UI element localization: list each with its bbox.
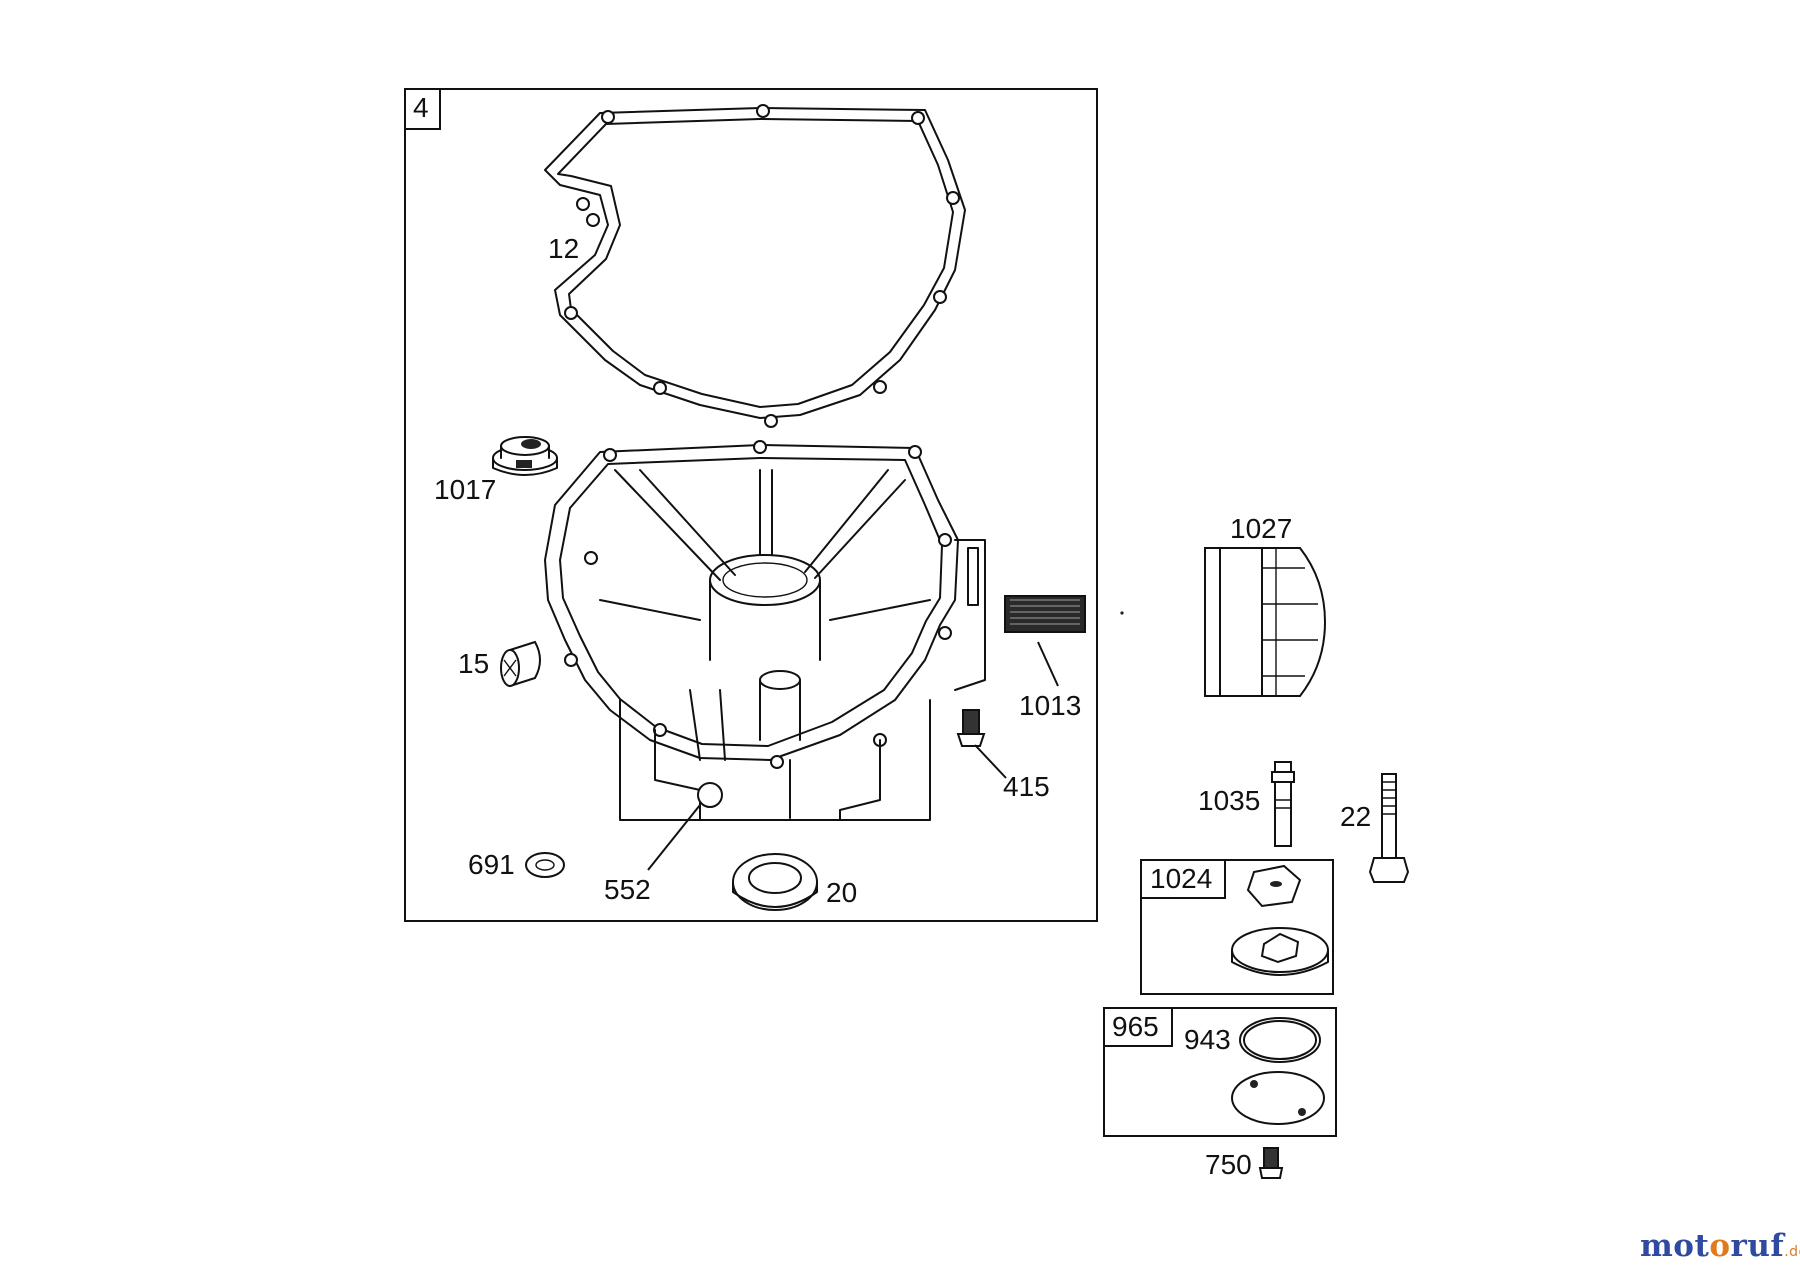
main-frame-number-box bbox=[404, 88, 441, 130]
oil-filter-part-1027[interactable] bbox=[1204, 547, 1327, 697]
watermark-part3: ruf bbox=[1730, 1228, 1785, 1264]
filter-screen-part-1013[interactable] bbox=[1004, 595, 1086, 633]
breather-part-15[interactable] bbox=[500, 640, 541, 688]
fitting-part-415[interactable] bbox=[956, 709, 986, 747]
callout-15: 15 bbox=[458, 648, 489, 679]
pump-kit-frame bbox=[1140, 859, 1334, 995]
cover-kit-number: 965 bbox=[1112, 1011, 1159, 1042]
callout-12: 12 bbox=[548, 233, 579, 264]
crankcase-sump[interactable] bbox=[544, 440, 986, 821]
main-assembly-frame bbox=[404, 88, 1098, 922]
callout-691: 691 bbox=[468, 849, 515, 880]
pump-rotor-part[interactable] bbox=[1246, 864, 1302, 908]
callout-943: 943 bbox=[1184, 1024, 1231, 1055]
leader-1013 bbox=[1037, 641, 1059, 687]
pump-housing-part[interactable] bbox=[1231, 927, 1329, 976]
pump-kit-number-box bbox=[1140, 859, 1226, 899]
pump-cover-plate[interactable] bbox=[1231, 1071, 1325, 1125]
bolt-part-22[interactable] bbox=[1368, 773, 1410, 883]
watermark-part2: o bbox=[1709, 1228, 1731, 1264]
watermark-tld: .de bbox=[1784, 1244, 1800, 1260]
washer-part-691[interactable] bbox=[525, 852, 565, 878]
main-frame-number: 4 bbox=[413, 92, 429, 123]
oil-cap-part-1017[interactable] bbox=[492, 436, 558, 476]
leader-415 bbox=[974, 744, 1007, 779]
callout-1035: 1035 bbox=[1198, 785, 1260, 816]
callout-750: 750 bbox=[1205, 1149, 1252, 1180]
gasket-part-12[interactable] bbox=[544, 104, 966, 428]
cover-kit-frame bbox=[1103, 1007, 1337, 1137]
callout-415: 415 bbox=[1003, 771, 1050, 802]
callout-1017: 1017 bbox=[434, 474, 496, 505]
callout-1027: 1027 bbox=[1230, 513, 1292, 544]
stray-dot bbox=[1120, 611, 1124, 615]
callout-22: 22 bbox=[1340, 801, 1371, 832]
o-ring-part-943[interactable] bbox=[1239, 1017, 1321, 1063]
site-watermark: motoruf.de bbox=[1640, 1228, 1800, 1264]
shaft-part-1035[interactable] bbox=[1271, 761, 1295, 847]
cover-kit-number-box bbox=[1103, 1007, 1173, 1047]
screw-part-750[interactable] bbox=[1258, 1147, 1284, 1179]
callout-20: 20 bbox=[826, 877, 857, 908]
callout-552: 552 bbox=[604, 874, 651, 905]
pump-kit-number: 1024 bbox=[1150, 863, 1212, 894]
callout-1013: 1013 bbox=[1019, 690, 1081, 721]
leader-552 bbox=[647, 804, 701, 871]
watermark-part1: mot bbox=[1640, 1228, 1710, 1264]
oil-seal-part-20[interactable] bbox=[732, 853, 818, 911]
